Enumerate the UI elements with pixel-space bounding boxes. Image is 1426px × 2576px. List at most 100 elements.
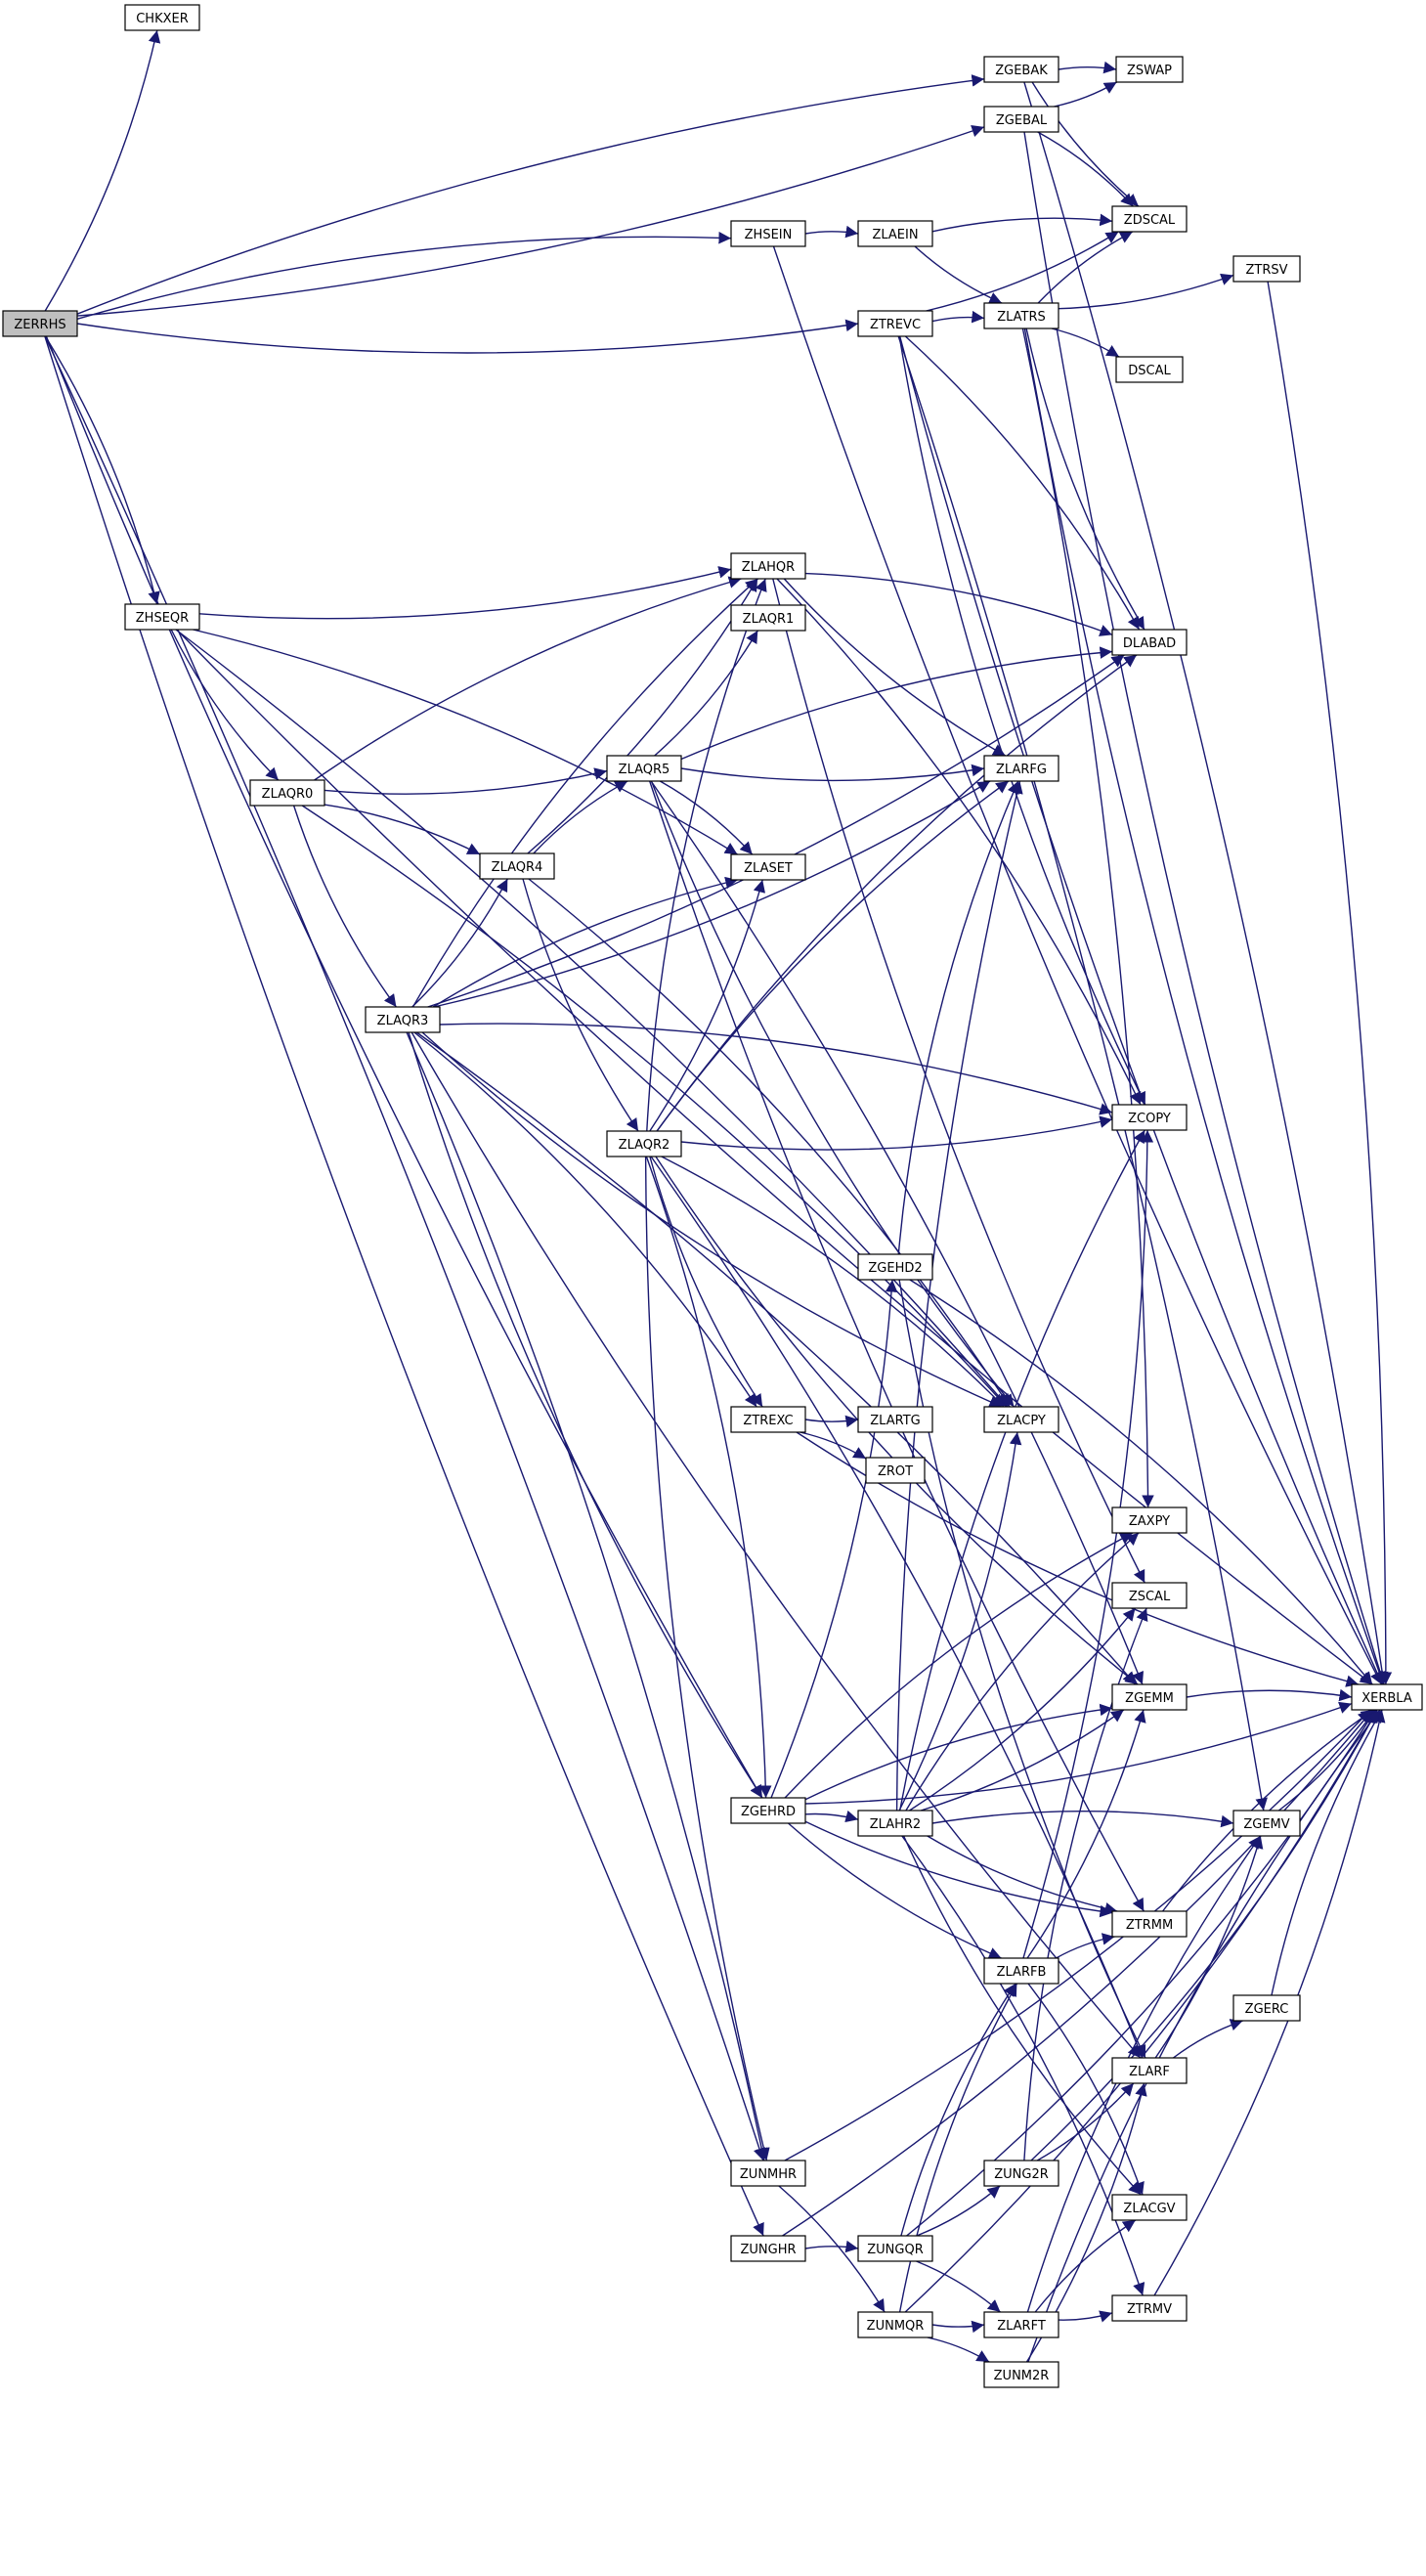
node-zlaqr1[interactable]: ZLAQR1	[730, 604, 806, 632]
node-zlaqr5[interactable]: ZLAQR5	[606, 755, 682, 782]
node-box-zlaqr5	[606, 755, 682, 782]
edge-zlahr2-to-zscal	[909, 1607, 1137, 1812]
node-box-zgehd2	[857, 1253, 933, 1281]
node-zlaqr3[interactable]: ZLAQR3	[365, 1006, 441, 1033]
node-zgemm[interactable]: ZGEMM	[1111, 1683, 1188, 1711]
node-box-zungqr	[857, 2235, 933, 2262]
node-zerrhs[interactable]: ZERRHS	[2, 310, 78, 337]
node-zlaset[interactable]: ZLASET	[730, 853, 806, 881]
node-label-zlacgv: ZLACGV	[1123, 2202, 1175, 2216]
node-ztrmm[interactable]: ZTRMM	[1111, 1910, 1188, 1938]
node-zgebal[interactable]: ZGEBAL	[983, 106, 1059, 133]
node-label-zlarft: ZLARFT	[997, 2319, 1046, 2334]
node-label-zlaein: ZLAEIN	[872, 228, 918, 242]
node-zscal[interactable]: ZSCAL	[1111, 1582, 1188, 1609]
edge-zlahqr-to-zcopy	[776, 578, 1142, 1106]
node-zlahr2[interactable]: ZLAHR2	[857, 1810, 933, 1837]
node-dscal[interactable]: DSCAL	[1115, 356, 1184, 383]
edge-zunghr-to-xerbla	[782, 1709, 1373, 2237]
node-dlabad[interactable]: DLABAD	[1111, 629, 1188, 656]
edge-ztrevc-to-xerbla	[899, 335, 1383, 1685]
node-box-zlartg	[857, 1406, 933, 1433]
node-ztrevc[interactable]: ZTREVC	[857, 310, 933, 337]
edge-zunm2r-to-xerbla	[1027, 1709, 1381, 2363]
node-label-zlarf: ZLARF	[1129, 2065, 1170, 2079]
node-zhsein[interactable]: ZHSEIN	[730, 220, 806, 247]
node-zcopy[interactable]: ZCOPY	[1111, 1104, 1188, 1131]
node-zlaqr4[interactable]: ZLAQR4	[479, 852, 555, 880]
edge-ztrevc-to-zgemv	[897, 335, 1268, 1812]
node-zgehrd[interactable]: ZGEHRD	[730, 1797, 806, 1824]
node-zlaqr0[interactable]: ZLAQR0	[249, 779, 325, 807]
edge-zgehrd-to-zgehd2	[770, 1279, 898, 1799]
node-label-zdscal: ZDSCAL	[1124, 213, 1176, 228]
node-ztrmv[interactable]: ZTRMV	[1111, 2294, 1188, 2322]
node-label-zlaset: ZLASET	[744, 861, 793, 876]
node-zunm2r[interactable]: ZUNM2R	[983, 2361, 1059, 2388]
edge-zlahr2-to-zgemv	[931, 1811, 1234, 1828]
node-zungqr[interactable]: ZUNGQR	[857, 2235, 933, 2262]
node-zhseqr[interactable]: ZHSEQR	[124, 603, 200, 631]
node-zlatrs[interactable]: ZLATRS	[983, 302, 1059, 329]
node-zrot[interactable]: ZROT	[865, 1457, 926, 1484]
node-zgehd2[interactable]: ZGEHD2	[857, 1253, 933, 1281]
edge-ztrsv-to-xerbla	[1267, 281, 1393, 1685]
edge-zlarf-to-zgerc	[1172, 2019, 1243, 2059]
node-label-ztrexc: ZTREXC	[743, 1414, 793, 1428]
node-zlarfb[interactable]: ZLARFB	[983, 1957, 1059, 1985]
edge-zlaqr3-to-zlahqr	[411, 578, 758, 1008]
node-box-zung2r	[983, 2160, 1059, 2187]
node-ztrexc[interactable]: ZTREXC	[730, 1406, 806, 1433]
node-zlarf[interactable]: ZLARF	[1111, 2057, 1188, 2084]
node-zgerc[interactable]: ZGERC	[1232, 1994, 1301, 2022]
node-label-zlaqr3: ZLAQR3	[377, 1014, 429, 1028]
edge-zlaqr3-to-zlarfg	[433, 780, 991, 1008]
edge-zungqr-to-zlarfb	[900, 1983, 1016, 2237]
edge-zlaqr0-to-zlacpy	[301, 805, 1008, 1408]
edge-zlaqr2-to-zunmhr	[644, 1156, 770, 2161]
node-zlacgv[interactable]: ZLACGV	[1111, 2194, 1188, 2221]
node-zlarfg[interactable]: ZLARFG	[983, 755, 1059, 782]
node-zunmqr[interactable]: ZUNMQR	[857, 2311, 933, 2338]
node-label-zungqr: ZUNGQR	[867, 2243, 923, 2257]
node-label-zunmhr: ZUNMHR	[740, 2167, 797, 2182]
edge-zlaqr3-to-zlaqr4	[411, 878, 508, 1008]
node-zlahqr[interactable]: ZLAHQR	[730, 552, 806, 580]
edge-zhseqr-to-zlaset	[193, 629, 738, 855]
node-zunmhr[interactable]: ZUNMHR	[730, 2160, 806, 2187]
edge-zhseqr-to-xerbla	[176, 629, 1373, 1685]
edge-zerrhs-to-zgehrd	[45, 335, 763, 1799]
node-box-zlarfg	[983, 755, 1059, 782]
node-zlacpy[interactable]: ZLACPY	[983, 1406, 1059, 1433]
node-label-zunm2r: ZUNM2R	[994, 2369, 1050, 2383]
node-chkxer[interactable]: CHKXER	[124, 4, 200, 31]
node-zlaein[interactable]: ZLAEIN	[857, 220, 933, 247]
edge-zerrhs-to-zunghr	[44, 335, 764, 2237]
node-box-zhseqr	[124, 603, 200, 631]
node-zswap[interactable]: ZSWAP	[1115, 56, 1184, 83]
node-zdscal[interactable]: ZDSCAL	[1111, 205, 1188, 233]
edge-zlatrs-to-zaxpy	[1021, 327, 1154, 1508]
node-zunghr[interactable]: ZUNGHR	[730, 2235, 806, 2262]
node-label-ztrevc: ZTREVC	[870, 318, 921, 332]
edge-zerrhs-to-zhsein	[76, 231, 732, 320]
edge-zlahr2-to-ztrmv	[901, 1835, 1145, 2296]
node-zaxpy[interactable]: ZAXPY	[1111, 1506, 1188, 1534]
edge-zlahqr-to-zscal	[772, 578, 1145, 1584]
node-zlaqr2[interactable]: ZLAQR2	[606, 1130, 682, 1157]
node-label-zrot: ZROT	[878, 1464, 913, 1479]
node-label-zlarfg: ZLARFG	[996, 763, 1047, 777]
node-zlartg[interactable]: ZLARTG	[857, 1406, 933, 1433]
edge-zgehd2-to-zlarf	[898, 1279, 1146, 2059]
node-label-ztrsv: ZTRSV	[1245, 263, 1287, 278]
node-zlarft[interactable]: ZLARFT	[983, 2311, 1059, 2338]
edge-zlahr2-to-zcopy	[899, 1129, 1145, 1812]
node-ztrsv[interactable]: ZTRSV	[1232, 255, 1301, 283]
node-xerbla[interactable]: XERBLA	[1351, 1683, 1423, 1711]
node-zung2r[interactable]: ZUNG2R	[983, 2160, 1059, 2187]
node-zgemv[interactable]: ZGEMV	[1232, 1810, 1301, 1837]
node-label-zlaqr5: ZLAQR5	[619, 763, 670, 777]
edge-zlaqr3-to-zgehrd	[408, 1031, 763, 1799]
node-zgebak[interactable]: ZGEBAK	[983, 56, 1059, 83]
